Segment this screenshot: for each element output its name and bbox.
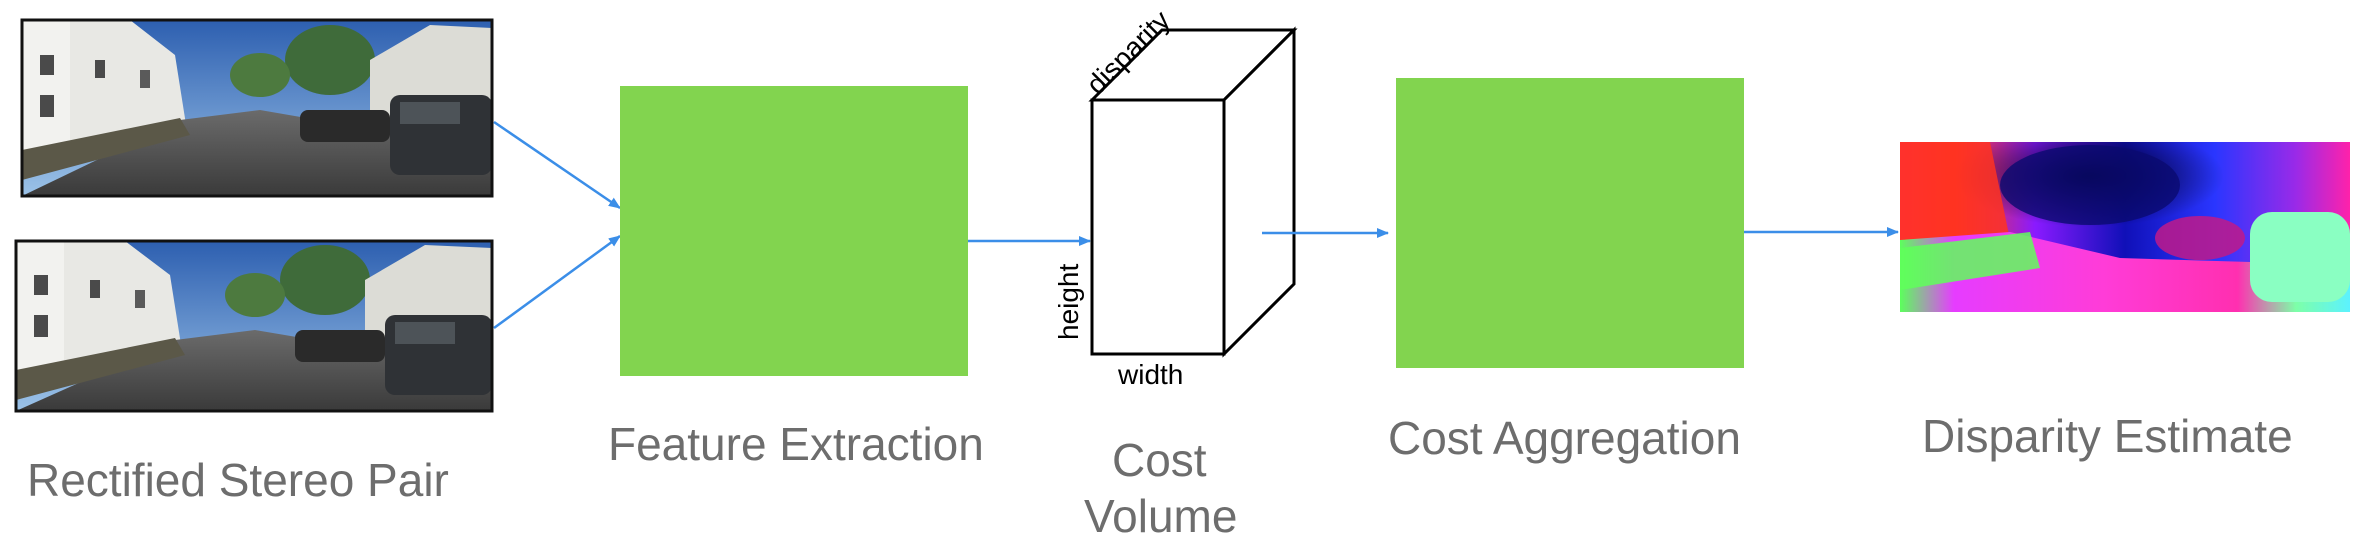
left-stereo-image <box>20 18 494 198</box>
disparity-map-image <box>1900 142 2350 312</box>
arrow-bottom-image-to-feature <box>493 234 621 330</box>
cube-label-height: height <box>1053 263 1084 340</box>
cost-volume-cube <box>1088 26 1298 358</box>
caption-cost-volume-line2: Volume <box>1084 490 1238 542</box>
caption-cost-aggregation: Cost Aggregation <box>1388 412 1741 464</box>
right-stereo-image <box>14 239 494 413</box>
arrow-top-image-to-feature <box>493 120 621 210</box>
cost-aggregation-block <box>1396 78 1744 368</box>
caption-cost-volume-line1: Cost <box>1112 434 1207 486</box>
cube-label-width: width <box>1117 359 1183 390</box>
caption-disparity-estimate: Disparity Estimate <box>1922 410 2293 462</box>
feature-extraction-block <box>620 86 968 376</box>
caption-feature-extraction: Feature Extraction <box>608 418 984 470</box>
caption-stereo-pair: Rectified Stereo Pair <box>27 454 449 506</box>
